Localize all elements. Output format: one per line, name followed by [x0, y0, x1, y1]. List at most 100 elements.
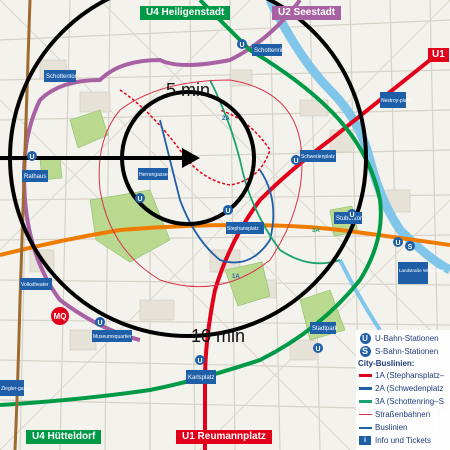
- station-markers[interactable]: Schottenring Nestroy-platz Schottentor R…: [0, 44, 445, 396]
- banner-u1-right: U1: [428, 48, 449, 62]
- map-legend: U U-Bahn-Stationen S S-Bahn-Stationen Ci…: [356, 330, 450, 450]
- svg-text:U: U: [197, 358, 202, 365]
- banner-u4-top: U4 Heiligenstadt: [140, 6, 231, 20]
- legend-city-title: City-Buslinien:: [358, 359, 415, 368]
- svg-text:U: U: [315, 346, 320, 353]
- svg-text:U: U: [349, 212, 354, 219]
- station-schottentor[interactable]: Schottentor: [44, 70, 77, 82]
- legend-label: U-Bahn-Stationen: [375, 334, 439, 343]
- u-icon: U: [135, 193, 145, 203]
- legend-label: 3A (Schottenring–S: [375, 397, 444, 406]
- s-bahn-icon: S: [359, 346, 371, 357]
- svg-text:2A: 2A: [222, 116, 230, 122]
- station-label: Landstraße Wien Mitte: [399, 268, 445, 273]
- ring-label-outer: 10 min: [191, 326, 245, 346]
- legend-label: Info und Tickets: [375, 436, 432, 445]
- bus-swatch: [358, 426, 372, 429]
- station-herrengasse[interactable]: Herrengasse: [138, 168, 168, 180]
- station-karlsplatz[interactable]: Karlsplatz: [186, 370, 216, 384]
- bus-3a-swatch: [358, 400, 372, 403]
- bus-1a-route: [119, 89, 271, 186]
- svg-text:U: U: [97, 320, 102, 327]
- svg-text:U: U: [395, 240, 400, 247]
- legend-label: Straßenbahnen: [375, 410, 431, 419]
- station-volkstheater[interactable]: Volkstheater: [20, 278, 52, 290]
- svg-text:S: S: [408, 244, 413, 251]
- station-label: Schwedenplatz: [301, 154, 335, 160]
- station-zieglergasse[interactable]: Ziegler-gasse: [0, 380, 32, 396]
- legend-tram: Straßenbahnen: [358, 408, 450, 421]
- station-stephansplatz[interactable]: Stephansplatz: [226, 222, 264, 234]
- station-label: Herrengasse: [139, 172, 168, 178]
- u-icon: U: [347, 209, 357, 219]
- s-icon: S: [405, 241, 415, 251]
- legend-bus-2a: 2A (Schwedenplatz: [358, 382, 450, 395]
- svg-text:U: U: [137, 196, 142, 203]
- svg-text:U: U: [29, 154, 34, 161]
- station-label: Stephansplatz: [227, 226, 259, 232]
- station-label: Schottentor: [46, 74, 77, 80]
- bus-2a-route: [159, 119, 275, 264]
- svg-text:3A: 3A: [312, 228, 320, 234]
- station-nestroyplatz[interactable]: Nestroy-platz: [380, 92, 411, 108]
- u-icon: U: [291, 155, 301, 165]
- bus-2a-swatch: [358, 387, 372, 390]
- bus-3a-route: [209, 79, 341, 265]
- station-schottenring[interactable]: Schottenring: [252, 44, 288, 56]
- svg-text:1A: 1A: [232, 274, 240, 280]
- u1-line: [203, 58, 432, 450]
- legend-label: 2A (Schwedenplatz: [375, 384, 444, 393]
- legend-bus-3a: 3A (Schottenring–S: [358, 395, 450, 408]
- legend-label: S-Bahn-Stationen: [375, 347, 439, 356]
- legend-label: 1A (Stephansplatz–: [375, 371, 445, 380]
- u4-line: [0, 0, 383, 407]
- u-station-icons: U U U U U U U U U U S: [27, 39, 415, 365]
- legend-s-bahn: S S-Bahn-Stationen: [358, 345, 450, 358]
- mq-badge: MQ: [51, 307, 69, 325]
- station-label: Nestroy-platz: [381, 98, 411, 104]
- tram-swatch: [358, 414, 372, 415]
- station-label: Stadtpark: [312, 326, 339, 332]
- u-icon: U: [237, 39, 247, 49]
- station-schwedenplatz[interactable]: Schwedenplatz: [300, 150, 336, 162]
- station-rathaus[interactable]: Rathaus: [22, 170, 48, 182]
- station-label: Museumsquartier: [93, 334, 132, 340]
- u-icon: U: [27, 151, 37, 161]
- u-icon: U: [223, 205, 233, 215]
- center-arrow-head: [182, 148, 200, 168]
- station-stadtpark[interactable]: Stadtpark: [310, 322, 339, 334]
- station-label: Schottenring: [254, 48, 288, 54]
- station-museumsquartier[interactable]: Museumsquartier: [92, 330, 132, 342]
- legend-label: Buslinien: [375, 423, 408, 432]
- u-icon: U: [313, 343, 323, 353]
- banner-u1-bottom: U1 Reumannplatz: [176, 430, 272, 444]
- bus-1a-swatch: [358, 374, 372, 377]
- station-label: Ziegler-gasse: [1, 386, 32, 392]
- legend-bus-1a: 1A (Stephansplatz–: [358, 369, 450, 382]
- svg-text:U: U: [225, 208, 230, 215]
- ring-label-inner: 5 min: [166, 80, 210, 100]
- station-label: Stubentor: [336, 216, 362, 222]
- mq-label: MQ: [54, 312, 67, 321]
- station-landstrasse[interactable]: Landstraße Wien Mitte: [398, 262, 445, 284]
- u-bahn-icon: U: [359, 333, 371, 344]
- station-label: Volkstheater: [21, 282, 49, 288]
- station-label: Rathaus: [24, 174, 46, 180]
- svg-text:U: U: [293, 158, 298, 165]
- svg-text:U: U: [239, 42, 244, 49]
- banner-u2-top: U2 Seestadt: [272, 6, 342, 20]
- u2-line: [22, 0, 302, 342]
- u-icon: U: [95, 317, 105, 327]
- info-ticket-icon: i: [359, 436, 371, 445]
- legend-bus: Buslinien: [358, 421, 450, 434]
- u-icon: U: [393, 237, 403, 247]
- route-markers: 2A 3A 1A: [222, 116, 320, 280]
- river-wien: [338, 259, 382, 332]
- tram-ring: [98, 79, 303, 288]
- station-label: Karlsplatz: [188, 375, 214, 381]
- banner-u4-bottom: U4 Hütteldorf: [26, 430, 102, 444]
- legend-u-bahn: U U-Bahn-Stationen: [358, 332, 450, 345]
- legend-info: i Info und Tickets: [358, 434, 450, 447]
- u-icon: U: [195, 355, 205, 365]
